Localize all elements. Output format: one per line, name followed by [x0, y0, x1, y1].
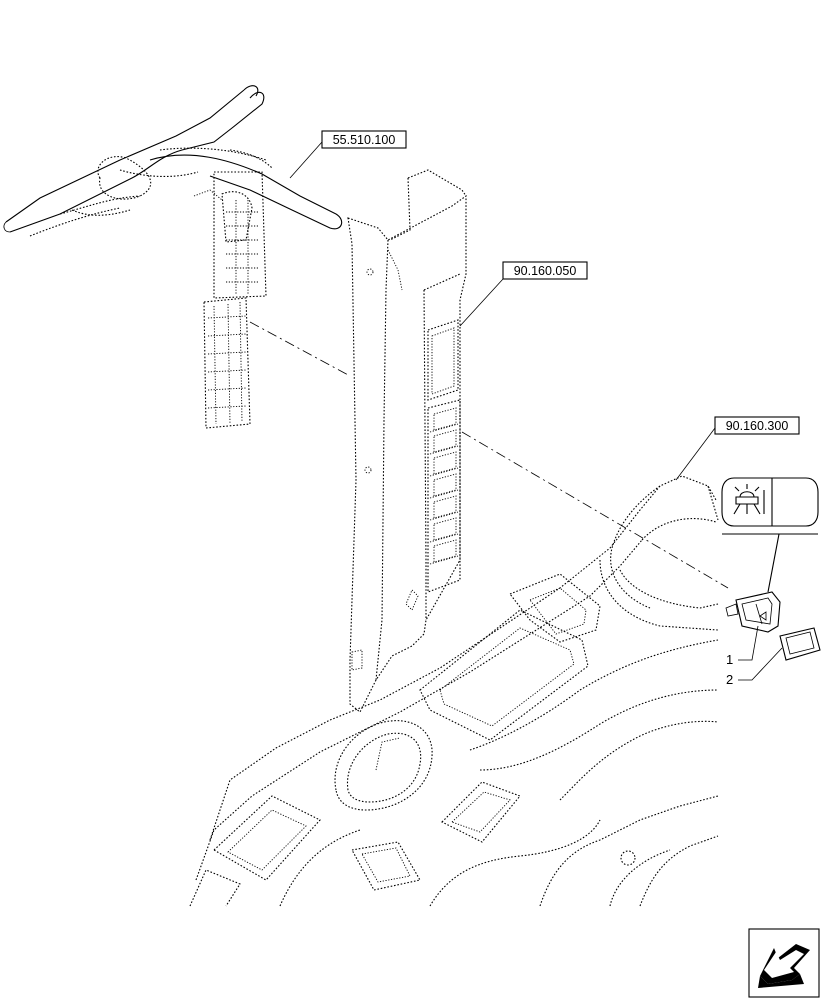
item-1-label: 1	[726, 652, 733, 667]
leader-harness	[249, 321, 351, 377]
ref-tag-harness[interactable]: 55.510.100	[289, 130, 407, 179]
ref-pillar-text: 90.160.050	[514, 264, 577, 278]
ref-dashboard-text: 90.160.300	[726, 419, 789, 433]
ref-tag-dashboard[interactable]: 90.160.300	[675, 416, 800, 481]
wiring-harness	[3, 85, 343, 237]
next-page-arrow-icon[interactable]	[748, 928, 820, 998]
dashboard-console	[189, 475, 719, 907]
ref-tag-pillar[interactable]: 90.160.050	[459, 261, 588, 327]
callout-item-1: 1	[726, 625, 759, 667]
leader-pillar	[461, 431, 729, 589]
work-lamp-icon	[733, 484, 765, 515]
lamp-switch-item-1	[725, 591, 781, 633]
pillar-trim-panel	[347, 169, 467, 713]
fuse-relay-block	[203, 171, 267, 429]
ref-harness-text: 55.510.100	[333, 133, 396, 147]
lamp-symbol-panel	[721, 477, 819, 593]
item-2-label: 2	[726, 672, 733, 687]
cover-plate-item-2	[779, 627, 821, 661]
callout-item-2: 2	[726, 647, 783, 687]
